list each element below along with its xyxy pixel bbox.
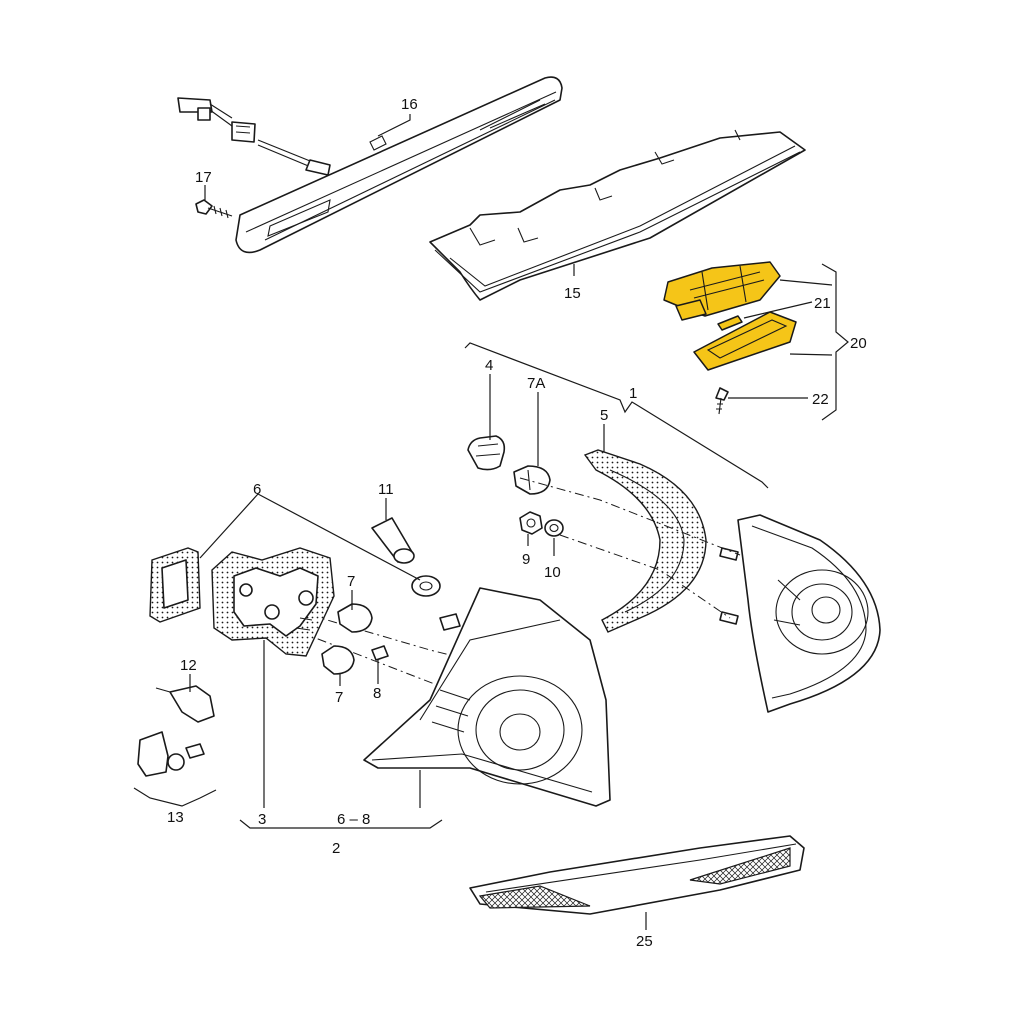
festoon-bulb-21 [717,315,743,331]
bulb-holder-4 [467,435,506,471]
label-9: 9 [522,551,530,568]
spoiler-brake-light-15 [429,129,806,301]
label-22: 22 [812,391,829,408]
label-11: 11 [378,481,394,498]
screw-17 [195,199,233,219]
label-15: 15 [564,285,581,302]
third-brake-light-16 [177,76,563,254]
bulb-7A [513,465,551,495]
assembly-line-a [519,477,741,556]
grommet-11 [371,517,441,597]
label-4: 4 [485,357,493,374]
bracket-1 [464,342,769,489]
label-25: 25 [636,933,653,950]
gasket-5 [583,449,707,633]
connector-13 [133,731,217,807]
seal-6 [149,547,201,623]
bulb-7-upper [337,603,373,633]
label-12: 12 [180,657,197,674]
label-7-lower: 7 [335,689,343,706]
outer-tail-light [719,514,881,713]
label-7-upper: 7 [347,573,355,590]
label-8: 8 [373,685,381,702]
bulb-carrier-3 [211,547,335,657]
light-sensor-12 [155,685,215,723]
bulb-8 [371,645,389,661]
label-13: 13 [167,809,184,826]
bulb-7-lower [321,645,355,675]
washer-10 [544,519,564,537]
plate-light-base [675,299,707,321]
label-10: 10 [544,564,561,581]
license-plate-light-20 [663,261,849,421]
label-17: 17 [195,169,212,186]
label-3: 3 [258,811,266,828]
inner-tail-light [363,587,611,807]
label-21: 21 [814,295,831,312]
label-7A: 7A [527,375,545,392]
label-6: 6 [253,481,261,498]
assembly-line-d [299,631,451,691]
label-20: 20 [850,335,867,352]
label-5: 5 [600,407,608,424]
nut-9 [519,511,543,535]
label-2: 2 [332,840,340,857]
reflector-25 [469,835,805,915]
label-16: 16 [401,96,418,113]
plate-light-lens [693,311,797,371]
label-1: 1 [629,385,637,402]
label-6-8: 6 – 8 [337,811,370,828]
leader-lines [189,114,647,930]
part-labels: 16 17 15 21 20 22 4 7A 1 5 6 11 9 10 7 1… [167,96,867,950]
